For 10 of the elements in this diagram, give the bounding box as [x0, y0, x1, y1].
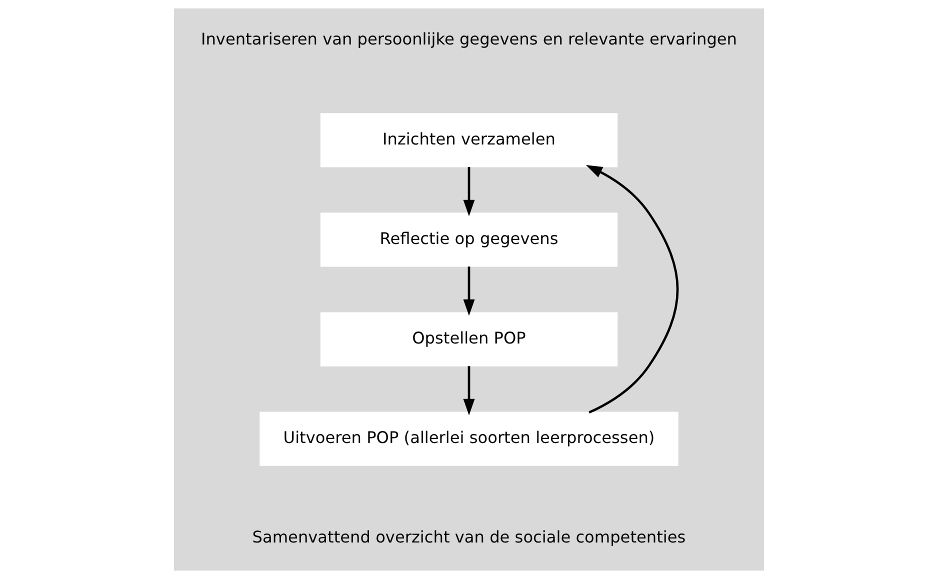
- node-box: Reflectie op gegevens: [320, 212, 618, 267]
- label: Samenvattend overzicht van de sociale competenties: [252, 527, 686, 546]
- arrow: [463, 167, 475, 216]
- arrow: [463, 366, 475, 416]
- node-box: Uitvoeren POP (allerlei soorten leerprocessen): [260, 412, 678, 466]
- node-box: Opstellen POP: [320, 312, 618, 366]
- arrow: [586, 165, 679, 414]
- arrow: [463, 266, 475, 316]
- label: Inventariseren van persoonlijke gegevens en relevante ervaringen: [200, 30, 738, 49]
- node-box: Inzichten verzamelen: [320, 113, 618, 168]
